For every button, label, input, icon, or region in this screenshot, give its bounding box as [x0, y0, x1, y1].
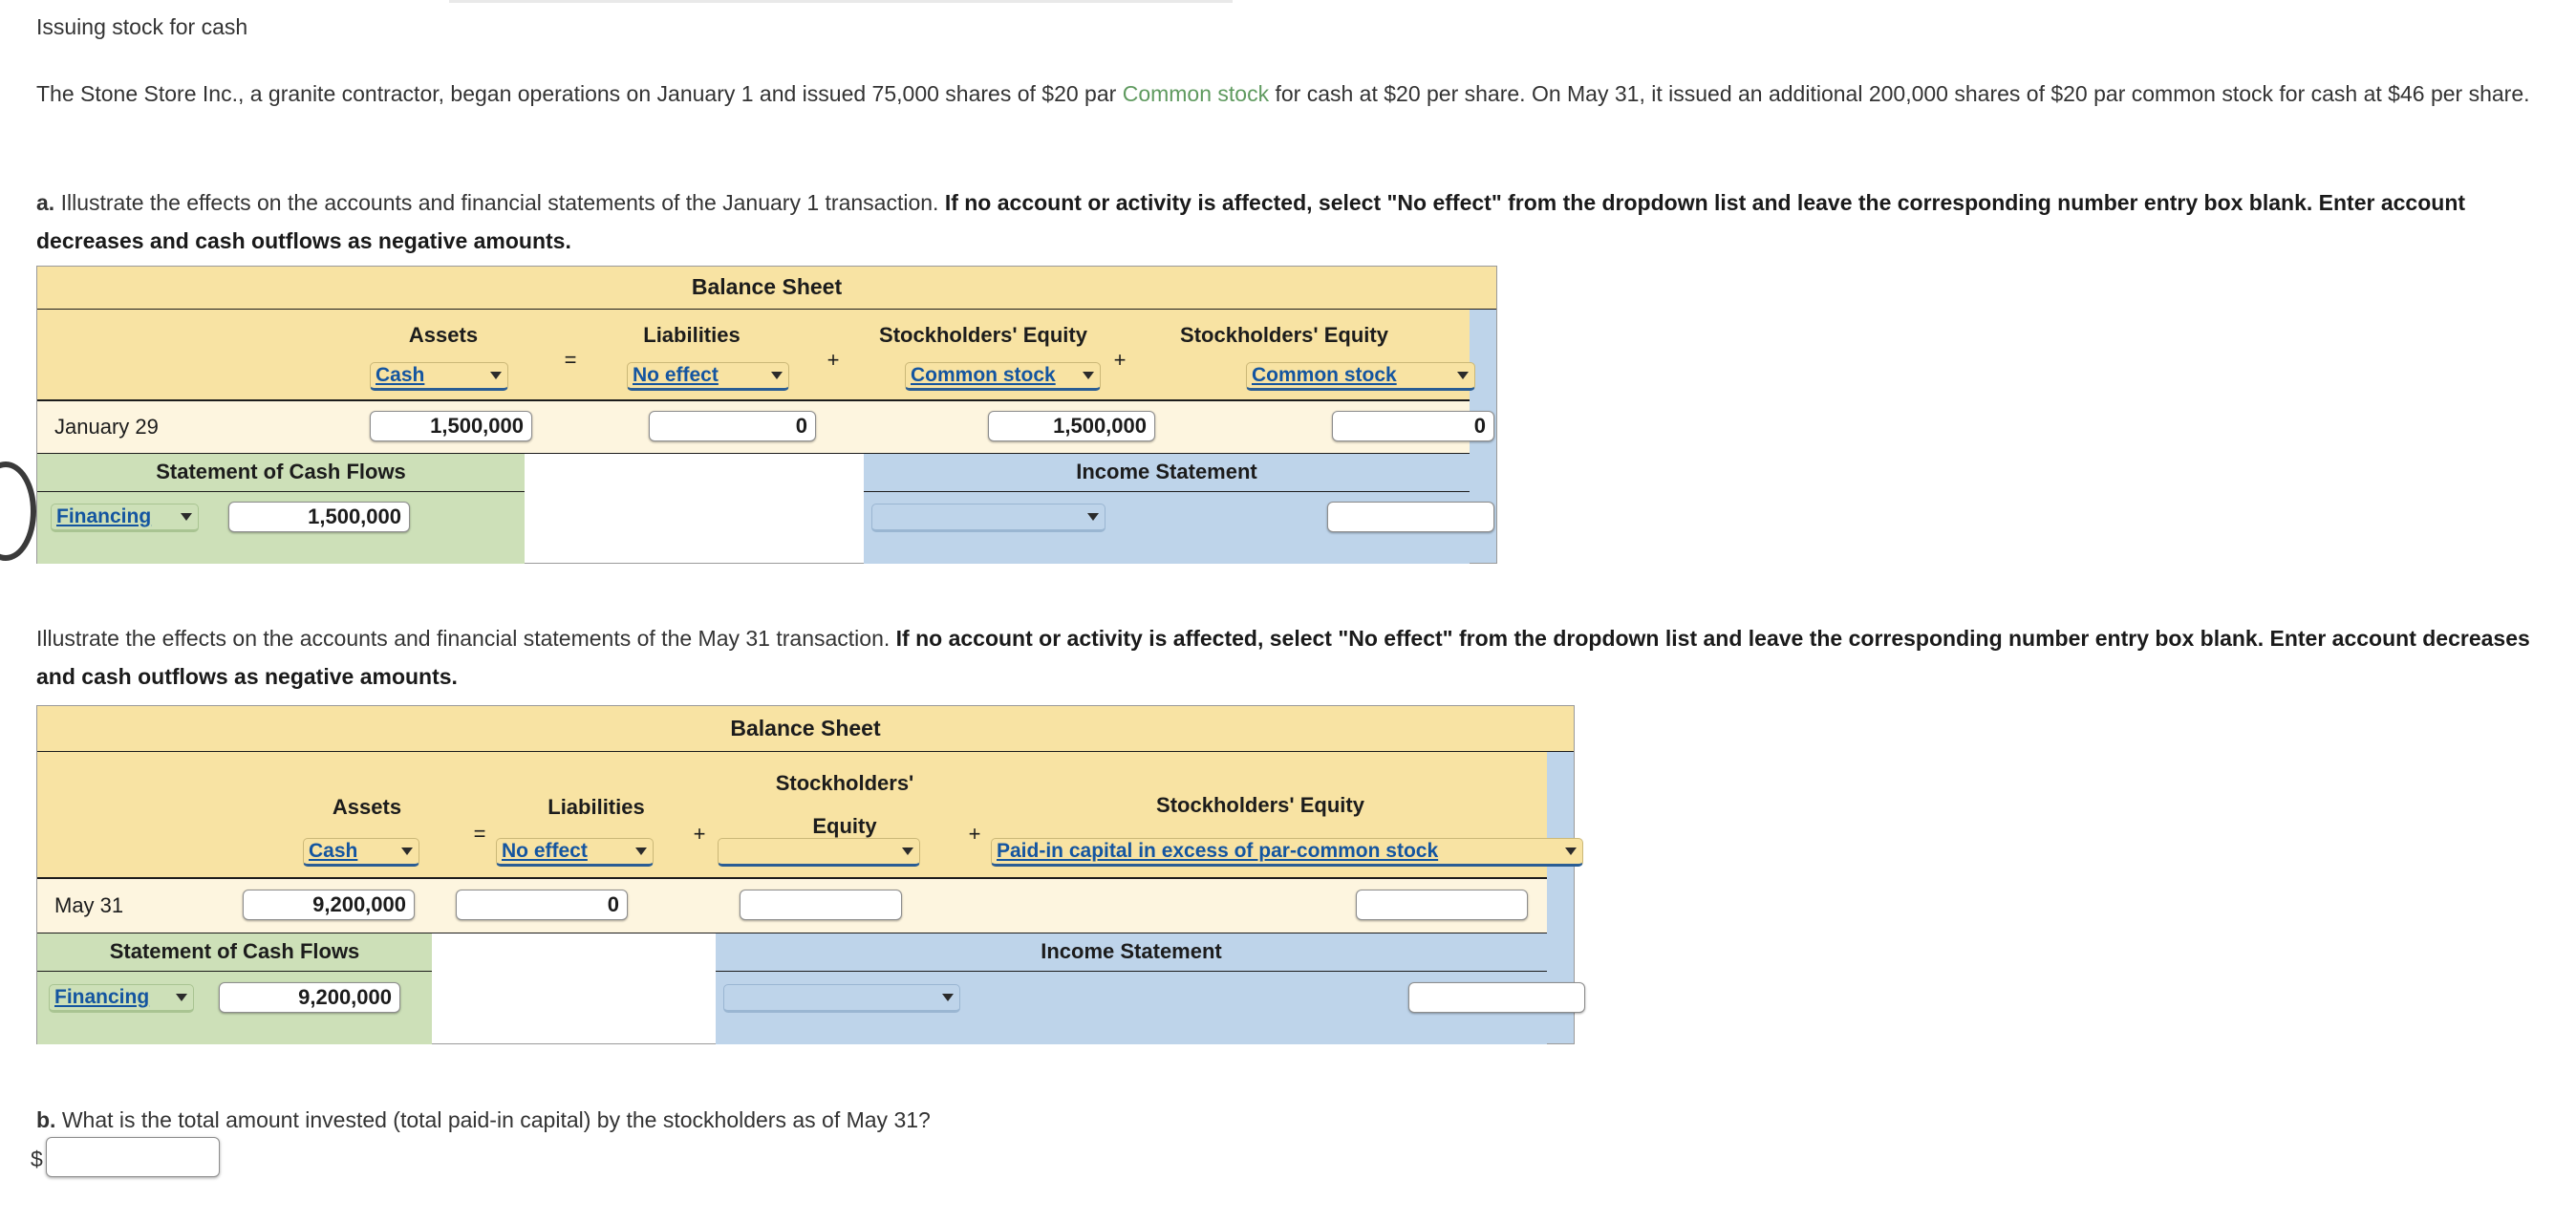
- select-equity-account-1[interactable]: Common stock: [905, 362, 1101, 391]
- amount-input-equity-1[interactable]: [740, 890, 902, 920]
- chevron-down-icon: [1083, 372, 1094, 379]
- statement-of-cash-flows-body: Financing 9,200,000: [37, 972, 432, 1044]
- amount-input-equity-2[interactable]: [1356, 890, 1528, 920]
- operator-plus-1: +: [693, 822, 706, 846]
- intro-text-part2: for cash at $20 per share. On May 31, it…: [1269, 81, 2530, 106]
- income-statement-body: [864, 492, 1494, 564]
- operator-plus-1: +: [826, 348, 840, 372]
- chevron-down-icon: [942, 994, 954, 1001]
- question-b-body: What is the total amount invested (total…: [61, 1107, 931, 1132]
- amount-input-cash-flow[interactable]: 1,500,000: [228, 502, 410, 532]
- balance-sheet-data-row: January 29 1,500,000 0 1,500,000 0: [37, 401, 1494, 454]
- column-header-liabilities: Liabilities: [547, 795, 645, 819]
- amount-input-equity-2[interactable]: 0: [1332, 411, 1494, 441]
- total-paid-in-capital-input[interactable]: [46, 1137, 220, 1177]
- select-equity-account-2[interactable]: Common stock: [1246, 362, 1475, 391]
- balance-sheet-header-row: Assets Liabilities Stockholders' Equity …: [37, 752, 1583, 879]
- column-header-assets: Assets: [332, 795, 402, 819]
- select-assets-account[interactable]: Cash: [303, 838, 419, 867]
- amount-input-equity-1[interactable]: 1,500,000: [988, 411, 1155, 441]
- select-income-statement-account[interactable]: [871, 504, 1106, 532]
- page-title: Issuing stock for cash: [36, 14, 248, 39]
- question-a-bold: If no account or activity is affected, s…: [36, 190, 2466, 253]
- column-header-assets: Assets: [408, 323, 479, 347]
- income-statement-title: Income Statement: [716, 933, 1547, 972]
- common-stock-link[interactable]: Common stock: [1122, 81, 1270, 106]
- intro-paragraph: The Stone Store Inc., a granite contract…: [36, 75, 2549, 113]
- cutoff-element-top-right: [879, 0, 1233, 3]
- chevron-down-icon: [635, 848, 647, 855]
- amount-input-income-statement[interactable]: [1327, 502, 1494, 532]
- intro-text-part1: The Stone Store Inc., a granite contract…: [36, 81, 1123, 106]
- cutoff-element-top-left: [449, 0, 879, 3]
- question-a-label: a.: [36, 190, 55, 215]
- operator-equals: =: [564, 348, 577, 372]
- statement-of-cash-flows-title: Statement of Cash Flows: [37, 454, 525, 492]
- column-header-stockholders-equity-1: Stockholders' Equity: [879, 323, 1087, 347]
- question-a-text: a. Illustrate the effects on the account…: [36, 183, 2559, 260]
- column-header-stockholders-equity-2: Stockholders' Equity: [1180, 323, 1388, 347]
- transaction-table-may: Balance Sheet Assets Liabilities Stockho…: [36, 705, 1585, 1044]
- amount-input-liabilities[interactable]: 0: [456, 890, 628, 920]
- balance-sheet-data-row: May 31 9,200,000 0: [37, 879, 1547, 933]
- operator-equals: =: [473, 822, 486, 846]
- question-a2-text: Illustrate the effects on the accounts a…: [36, 619, 2559, 696]
- amount-input-liabilities[interactable]: 0: [649, 411, 816, 441]
- balance-sheet-caption: Balance Sheet: [37, 706, 1574, 752]
- column-header-liabilities: Liabilities: [643, 323, 741, 347]
- balance-sheet-caption: Balance Sheet: [37, 267, 1496, 310]
- row-label-date: January 29: [54, 415, 159, 439]
- question-a2-bold: If no account or activity is affected, s…: [36, 626, 2530, 689]
- chevron-down-icon: [401, 848, 413, 855]
- income-statement-body: [716, 972, 1585, 1044]
- chevron-down-icon: [176, 994, 187, 1001]
- column-header-stockholders-equity-1-line1: Stockholders': [775, 771, 914, 795]
- question-b-label: b.: [36, 1107, 56, 1132]
- select-assets-account[interactable]: Cash: [370, 362, 508, 391]
- transaction-table-january: Balance Sheet Assets Liabilities Stockho…: [36, 266, 1497, 564]
- select-cash-flow-activity[interactable]: Financing: [49, 984, 194, 1013]
- statement-of-cash-flows-body: Financing 1,500,000: [37, 492, 525, 564]
- chevron-down-icon: [490, 372, 502, 379]
- question-a-normal: Illustrate the effects on the accounts a…: [60, 190, 939, 215]
- chevron-down-icon: [902, 848, 913, 855]
- chevron-down-icon: [1457, 372, 1469, 379]
- question-a2-normal: Illustrate the effects on the accounts a…: [36, 626, 891, 651]
- column-header-stockholders-equity-1-line2: Equity: [812, 814, 877, 838]
- select-cash-flow-activity[interactable]: Financing: [51, 504, 199, 532]
- amount-input-income-statement[interactable]: [1408, 982, 1585, 1013]
- select-equity-account-2[interactable]: Paid-in capital in excess of par-common …: [991, 838, 1583, 867]
- amount-input-cash-flow[interactable]: 9,200,000: [219, 982, 400, 1013]
- operator-plus-2: +: [1113, 348, 1127, 372]
- chevron-down-icon: [1087, 513, 1099, 521]
- select-equity-account-1[interactable]: [718, 838, 920, 867]
- chevron-down-icon: [1565, 848, 1577, 855]
- question-b-text: b. What is the total amount invested (to…: [36, 1101, 1947, 1139]
- balance-sheet-header-row: Assets Liabilities Stockholders' Equity …: [37, 310, 1475, 401]
- select-liabilities-account[interactable]: No effect: [627, 362, 789, 391]
- statement-of-cash-flows-title: Statement of Cash Flows: [37, 933, 432, 972]
- column-header-stockholders-equity-2: Stockholders' Equity: [1156, 793, 1364, 817]
- dollar-sign-label: $: [31, 1147, 43, 1171]
- amount-input-assets[interactable]: 9,200,000: [243, 890, 415, 920]
- row-label-date: May 31: [54, 893, 124, 917]
- select-income-statement-account[interactable]: [723, 984, 960, 1013]
- chevron-down-icon: [181, 513, 192, 521]
- cursor-highlight-ring: [0, 461, 36, 561]
- operator-plus-2: +: [968, 822, 981, 846]
- amount-input-assets[interactable]: 1,500,000: [370, 411, 532, 441]
- chevron-down-icon: [771, 372, 783, 379]
- income-statement-title: Income Statement: [864, 454, 1470, 492]
- select-liabilities-account[interactable]: No effect: [496, 838, 654, 867]
